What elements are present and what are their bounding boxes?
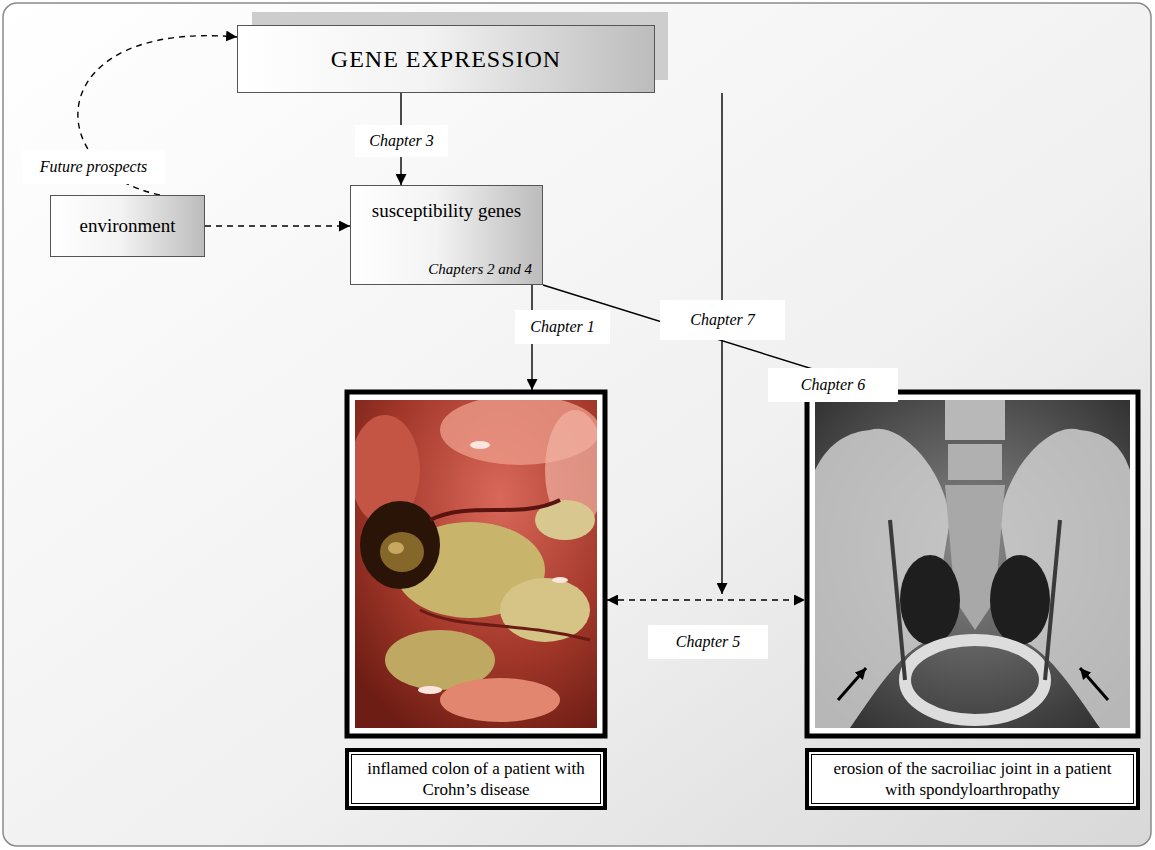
edge-label: Chapter 5 — [648, 625, 768, 659]
node-text: environment — [79, 215, 175, 237]
edge-label: Chapter 3 — [355, 125, 448, 157]
node-subtext: Chapters 2 and 4 — [428, 261, 532, 278]
edge-label: Chapter 1 — [515, 310, 610, 344]
node-title: GENE EXPRESSION — [331, 46, 561, 73]
image-caption: inflamed colon of a patient with Crohn’s… — [345, 748, 607, 811]
process-box: GENE EXPRESSION — [237, 25, 655, 93]
image-frame — [807, 392, 1138, 736]
input-box: environment — [50, 195, 205, 257]
gene-box: susceptibility genesChapters 2 and 4 — [350, 185, 543, 285]
image-frame — [347, 392, 605, 736]
edge-label: Chapter 6 — [768, 368, 898, 402]
outer-frame — [3, 3, 1151, 846]
image-caption: erosion of the sacroiliac joint in a pat… — [805, 748, 1140, 811]
edge-label: Future prospects — [22, 150, 165, 184]
image-panel: inflamed colon of a patient with Crohn’s… — [345, 390, 607, 810]
image-panel: erosion of the sacroiliac joint in a pat… — [805, 390, 1140, 810]
node-text: susceptibility genes — [372, 200, 521, 222]
colon-photo — [355, 400, 597, 728]
chapter-label: Chapter 7 — [660, 300, 785, 340]
dashed-arrow — [607, 599, 805, 600]
dashed-arrow — [205, 225, 350, 226]
xray-photo — [815, 400, 1130, 728]
chapter-arrow — [721, 93, 722, 594]
